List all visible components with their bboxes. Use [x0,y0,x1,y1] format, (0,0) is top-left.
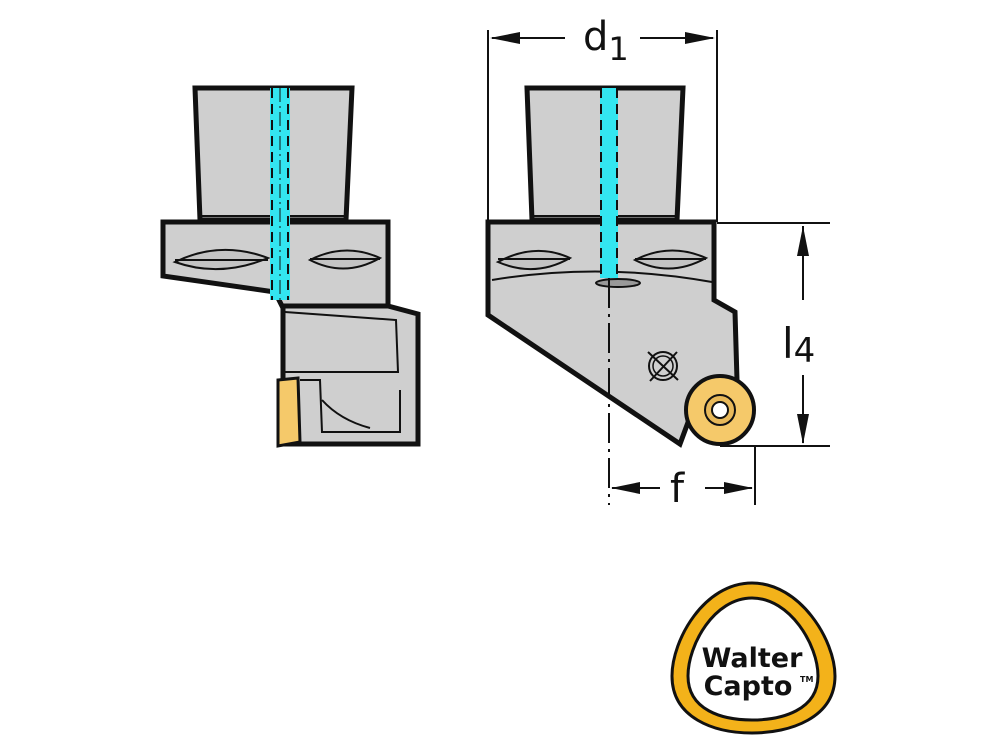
dim-d1-label: d1 [583,14,629,68]
round-insert [684,374,756,446]
dim-l4-label: l4 [782,319,815,371]
walter-capto-logo: Walter Capto TM [670,581,837,735]
screw-symbol-icon [647,351,679,382]
front-view: d1 l4 f [485,14,830,512]
dim-f-label: f [670,466,685,512]
side-view [160,85,421,448]
insert-side [276,376,302,448]
svg-text:TM: TM [800,675,813,684]
svg-text:Walter: Walter [702,643,804,674]
svg-text:Capto: Capto [704,671,793,702]
